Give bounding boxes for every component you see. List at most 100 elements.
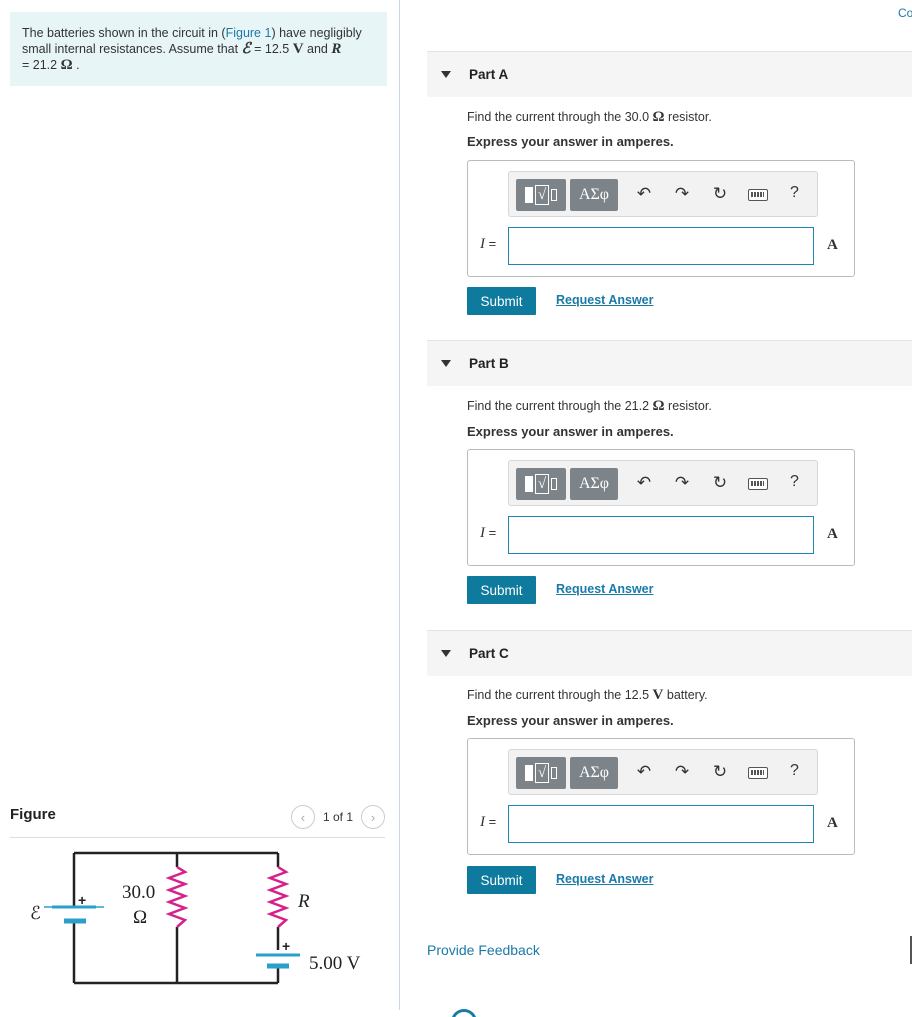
unit-label: A (827, 237, 838, 253)
variable-symbol: I (480, 525, 485, 541)
help-button[interactable]: ? (790, 762, 799, 779)
top-right-link[interactable]: Co (898, 6, 912, 20)
templates-button[interactable]: √ (516, 757, 566, 789)
collapse-triangle-icon (441, 360, 451, 367)
emf-label: ℰ (30, 903, 41, 923)
variable-label: I = (480, 814, 496, 831)
radical-icon: √ (534, 474, 550, 494)
question-text: Find the current through the 30.0 (467, 110, 653, 124)
part-c-answer-box: √ ΑΣφ ↶ ↷ ↻ ? I = A (467, 738, 855, 855)
equals-sign: = (485, 814, 497, 829)
part-label: Part B (469, 356, 509, 371)
question-text: Find the current through the 21.2 (467, 399, 653, 413)
greek-symbols-button[interactable]: ΑΣφ (570, 757, 618, 789)
request-answer-link[interactable]: Request Answer (556, 872, 654, 886)
request-answer-link[interactable]: Request Answer (556, 582, 654, 596)
question-text: Find the current through the 12.5 (467, 688, 653, 702)
chevron-left-icon[interactable]: ‹ (290, 805, 315, 829)
radical-icon: √ (534, 763, 550, 783)
part-label: Part A (469, 67, 509, 82)
help-button[interactable]: ? (790, 473, 799, 490)
figure-link[interactable]: Figure 1 (225, 26, 272, 40)
templates-button[interactable]: √ (516, 468, 566, 500)
plus-sign: + (282, 938, 290, 954)
redo-icon[interactable]: ↷ (674, 762, 690, 781)
resistor1-value: 30.0 (122, 882, 155, 903)
keyboard-icon[interactable] (748, 767, 768, 779)
part-c-question: Find the current through the 12.5 V batt… (467, 687, 708, 704)
part-b-answer-box: √ ΑΣφ ↶ ↷ ↻ ? I = A (467, 449, 855, 566)
part-c-express: Express your answer in amperes. (467, 713, 674, 728)
keyboard-icon[interactable] (748, 478, 768, 490)
math-toolbar: √ ΑΣφ ↶ ↷ ↻ ? (508, 171, 818, 217)
variable-symbol: I (480, 236, 485, 252)
part-a-header[interactable]: Part A (427, 51, 912, 97)
part-b-express: Express your answer in amperes. (467, 424, 674, 439)
r-value: = 21.2 (22, 58, 61, 72)
pager-text: 1 of 1 (322, 810, 353, 824)
variable-label: I = (480, 525, 496, 542)
provide-feedback-link[interactable]: Provide Feedback (427, 942, 540, 958)
problem-text: . (72, 58, 80, 72)
circuit-diagram: ℰ + 30.0 Ω R + 5.00 V (30, 851, 361, 985)
problem-text: and (303, 42, 332, 56)
problem-text: ) have negligibly small internal resista… (22, 26, 362, 56)
answer-input[interactable] (508, 805, 814, 843)
redo-icon[interactable]: ↷ (674, 473, 690, 492)
part-b-question: Find the current through the 21.2 Ω resi… (467, 398, 712, 415)
variable-symbol: I (480, 814, 485, 830)
reset-icon[interactable]: ↻ (712, 762, 728, 781)
scroll-edge (910, 936, 912, 964)
submit-button[interactable]: Submit (467, 287, 536, 315)
figure-pager: ‹ 1 of 1 › (290, 805, 385, 829)
part-a-question: Find the current through the 30.0 Ω resi… (467, 109, 712, 126)
redo-icon[interactable]: ↷ (674, 184, 690, 203)
resistor2-label: R (297, 891, 310, 912)
plus-sign: + (78, 892, 86, 908)
question-text: resistor. (664, 110, 712, 124)
keyboard-icon[interactable] (748, 189, 768, 201)
answer-input[interactable] (508, 227, 814, 265)
answer-input[interactable] (508, 516, 814, 554)
logo-icon (451, 1009, 477, 1017)
chevron-right-icon[interactable]: › (361, 805, 385, 829)
question-text: resistor. (664, 399, 712, 413)
reset-icon[interactable]: ↻ (712, 473, 728, 492)
greek-symbols-button[interactable]: ΑΣφ (570, 179, 618, 211)
undo-icon[interactable]: ↶ (636, 762, 652, 781)
part-a-answer-box: √ ΑΣφ ↶ ↷ ↻ ? I = A (467, 160, 855, 277)
submit-button[interactable]: Submit (467, 576, 536, 604)
emf-value: = 12.5 (250, 42, 293, 56)
question-unit: Ω (652, 398, 665, 414)
question-text: battery. (663, 688, 708, 702)
undo-icon[interactable]: ↶ (636, 184, 652, 203)
collapse-triangle-icon (441, 650, 451, 657)
help-button[interactable]: ? (790, 184, 799, 201)
emf-symbol: ℰ (241, 41, 251, 57)
question-unit: V (652, 687, 664, 703)
part-label: Part C (469, 646, 509, 661)
figure-header: Figure ‹ 1 of 1 › (10, 800, 385, 838)
radical-icon: √ (534, 185, 550, 205)
resistor1-unit: Ω (133, 907, 147, 928)
collapse-triangle-icon (441, 71, 451, 78)
templates-button[interactable]: √ (516, 179, 566, 211)
emf-unit: V (292, 41, 304, 57)
unit-label: A (827, 526, 838, 542)
question-unit: Ω (652, 109, 665, 125)
battery2-label: 5.00 V (309, 953, 361, 974)
unit-label: A (827, 815, 838, 831)
undo-icon[interactable]: ↶ (636, 473, 652, 492)
part-c-header[interactable]: Part C (427, 630, 912, 676)
variable-label: I = (480, 236, 496, 253)
r-symbol: R (331, 41, 342, 57)
reset-icon[interactable]: ↻ (712, 184, 728, 203)
left-panel: The batteries shown in the circuit in (F… (0, 0, 400, 1010)
math-toolbar: √ ΑΣφ ↶ ↷ ↻ ? (508, 749, 818, 795)
submit-button[interactable]: Submit (467, 866, 536, 894)
part-b-header[interactable]: Part B (427, 340, 912, 386)
equals-sign: = (485, 525, 497, 540)
greek-symbols-button[interactable]: ΑΣφ (570, 468, 618, 500)
request-answer-link[interactable]: Request Answer (556, 293, 654, 307)
